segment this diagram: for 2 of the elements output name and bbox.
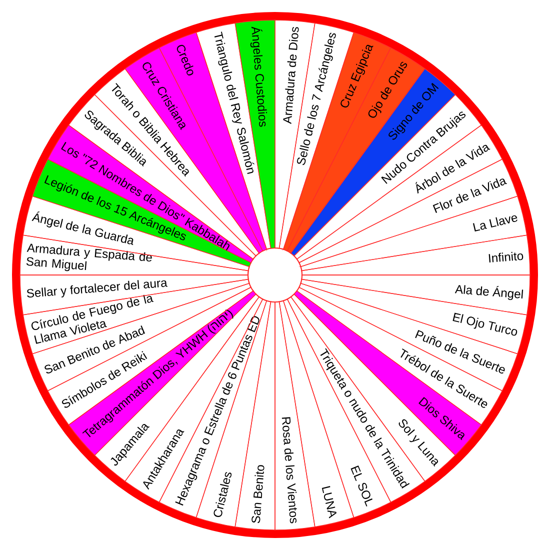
- wheel-sector: Infinito: [301, 234, 530, 276]
- wheel-sector: Rosa de los Vientos: [274, 301, 316, 530]
